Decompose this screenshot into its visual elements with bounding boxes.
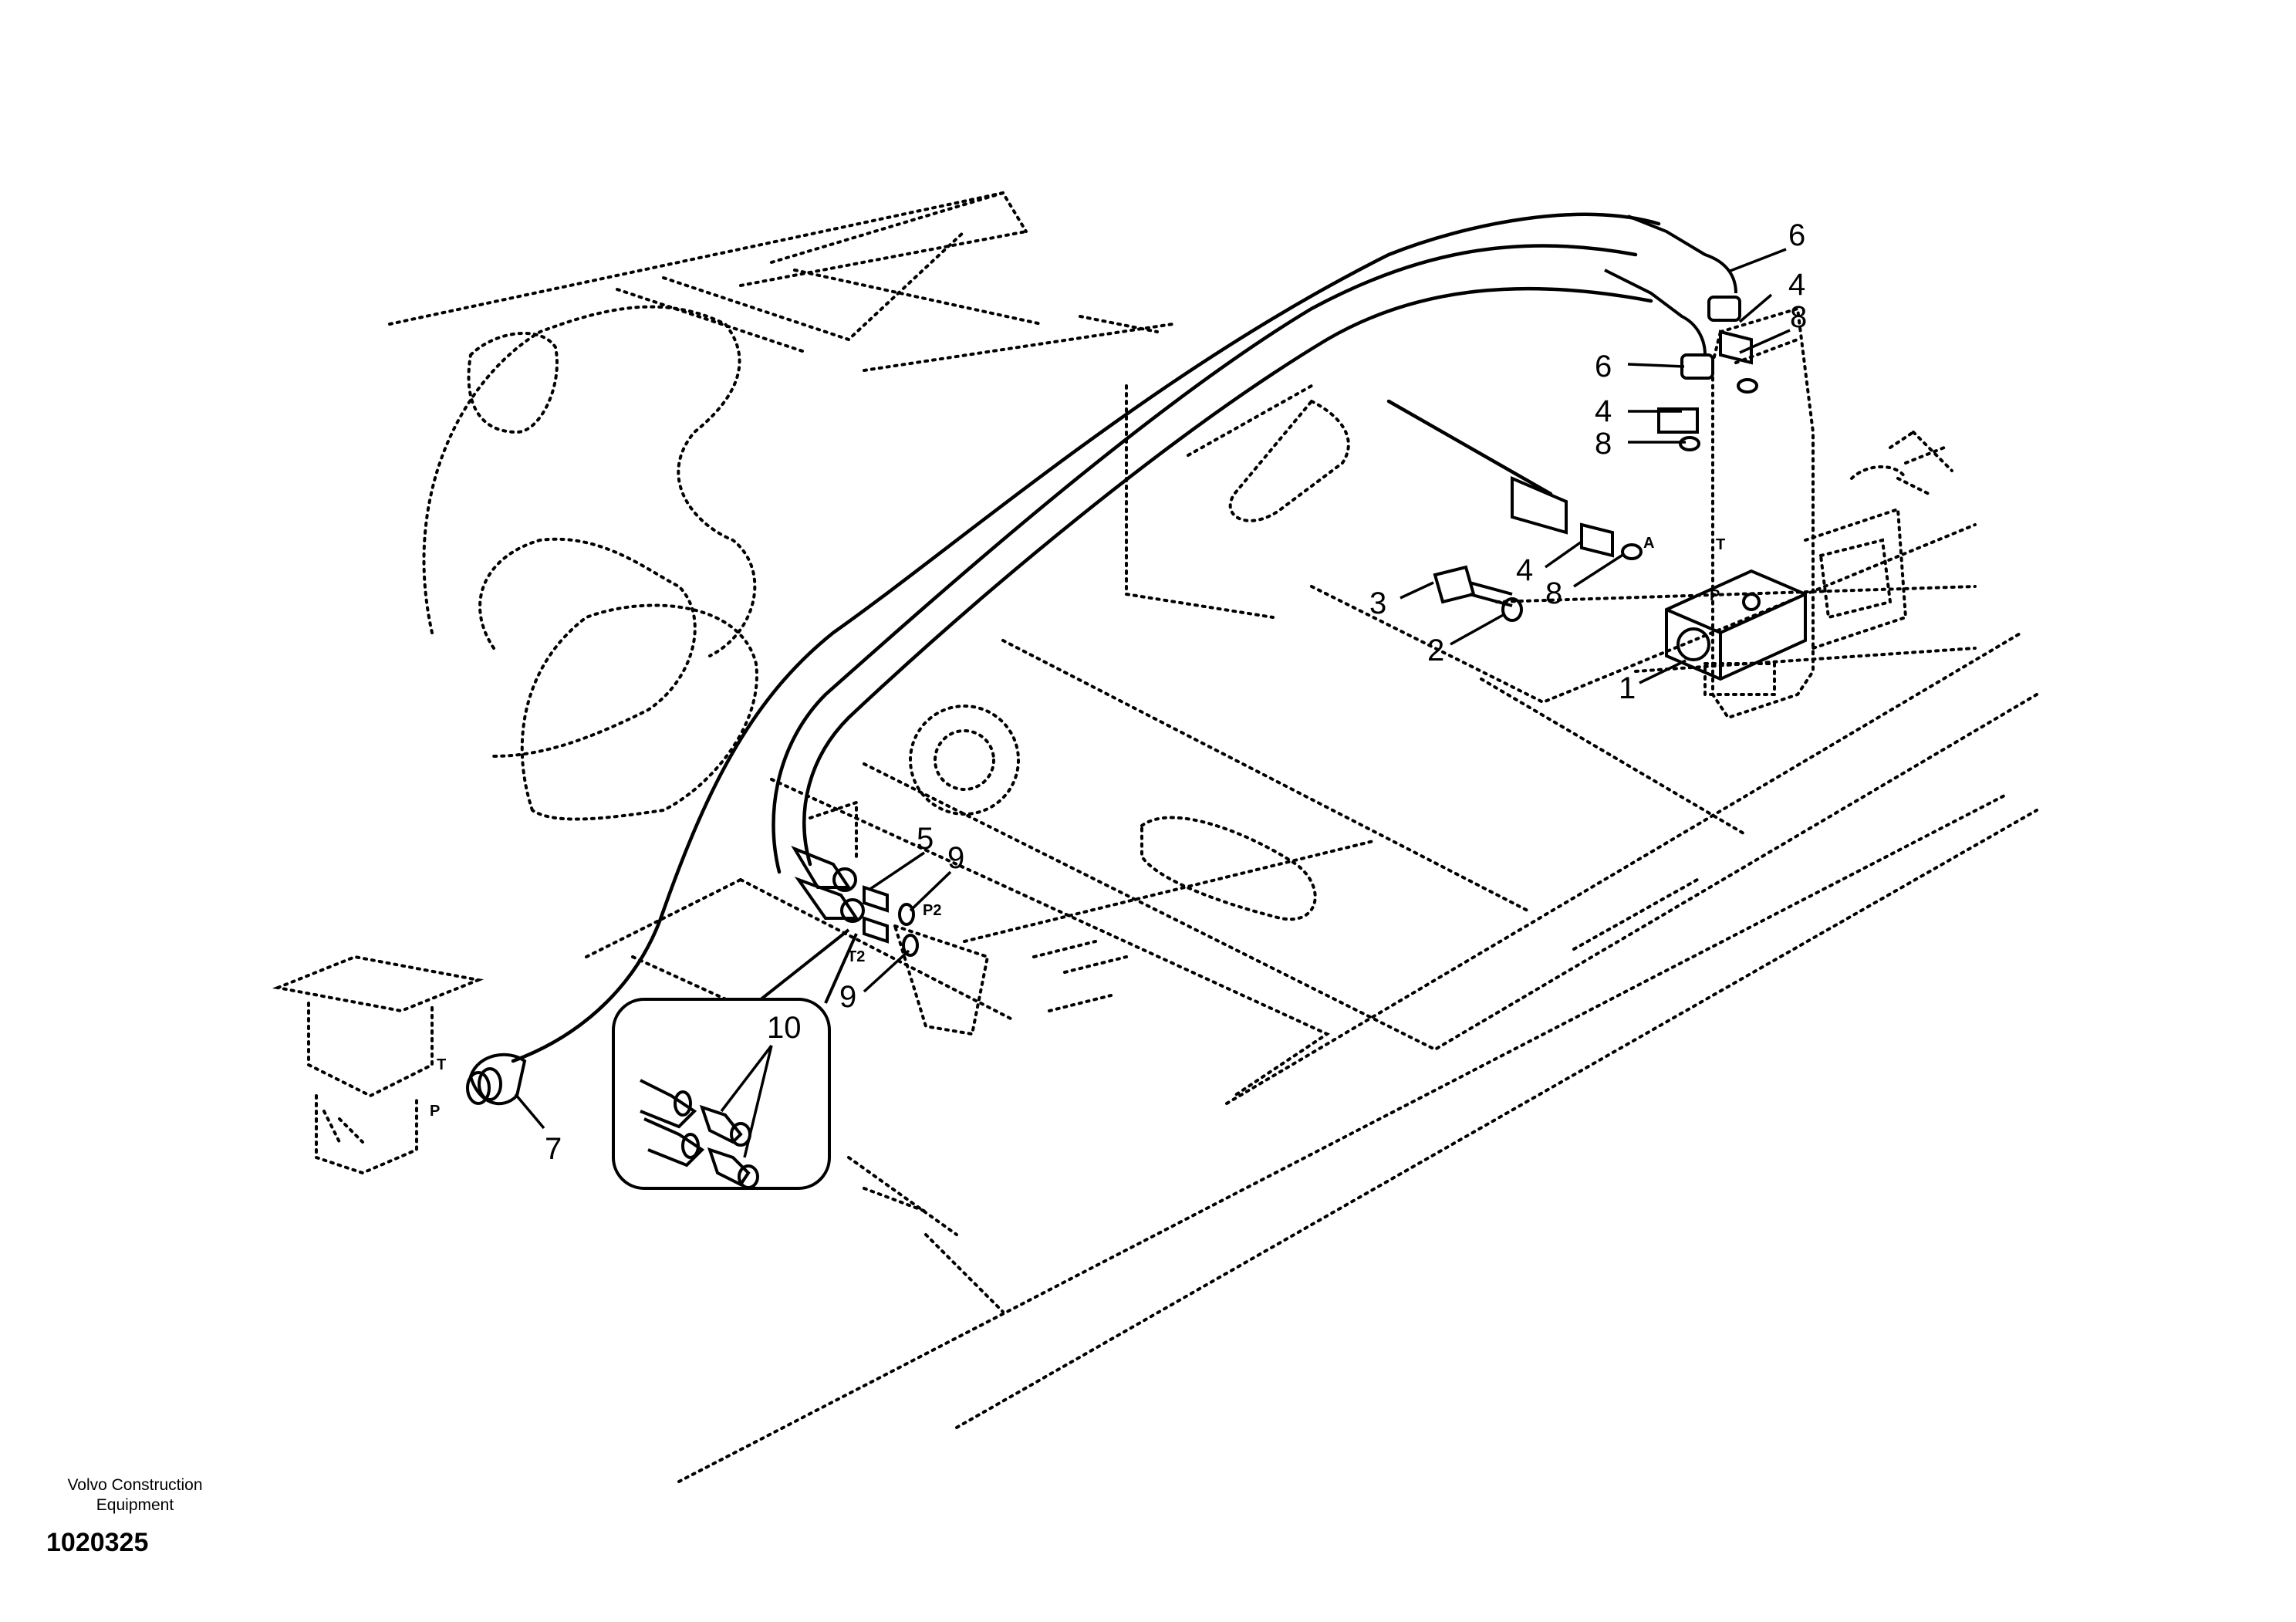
port-p-valve: P <box>1710 587 1720 604</box>
footer: Volvo Construction Equipment 1020325 <box>46 1475 224 1558</box>
callout-8-valve: 8 <box>1545 576 1562 610</box>
leader-lines <box>514 248 1791 1158</box>
company-line-2: Equipment <box>96 1496 174 1514</box>
port-p-pedal: P <box>430 1103 440 1120</box>
hydraulic-hoses <box>511 212 1661 1063</box>
port-labels: T A P P2 T2 T P <box>430 535 1725 1120</box>
company-line-1: Volvo Construction <box>67 1476 203 1494</box>
callout-10: 10 <box>767 1011 802 1045</box>
callout-3: 3 <box>1369 586 1386 620</box>
callout-9-upper: 9 <box>947 841 964 875</box>
callout-4-mid: 4 <box>1595 394 1612 428</box>
detail-inset-10 <box>612 928 858 1190</box>
port-t-pedal: T <box>437 1056 446 1073</box>
callout-7: 7 <box>545 1132 562 1166</box>
callout-2: 2 <box>1427 634 1444 667</box>
machine-frame-outline <box>272 191 2038 1483</box>
callout-6-top: 6 <box>1788 218 1805 252</box>
callout-5: 5 <box>917 822 934 856</box>
callout-9-lower: 9 <box>839 980 856 1014</box>
port-p2: P2 <box>923 902 941 919</box>
callout-8-mid: 8 <box>1595 427 1612 461</box>
callout-1: 1 <box>1619 671 1636 705</box>
port-t-valve: T <box>1716 536 1725 553</box>
hose-fittings <box>466 215 1807 1106</box>
callout-4-valve: 4 <box>1516 553 1533 587</box>
callout-4-top: 4 <box>1788 268 1805 302</box>
port-a: A <box>1643 535 1654 552</box>
callout-6-mid: 6 <box>1595 350 1612 384</box>
callouts: 1 2 3 4 4 4 5 6 6 7 8 8 8 9 9 10 <box>545 218 1807 1166</box>
callout-8-top: 8 <box>1790 300 1807 334</box>
port-t2: T2 <box>847 948 865 965</box>
drawing-number: 1020325 <box>46 1528 149 1557</box>
